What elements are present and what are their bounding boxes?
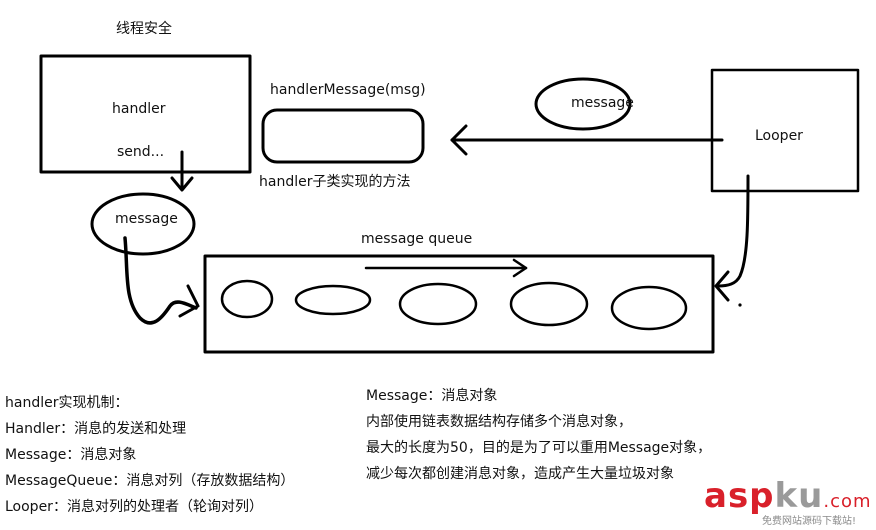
notes-right-line: Message：消息对象 [366, 388, 498, 404]
looper-box [710, 68, 860, 193]
ink-dot [738, 303, 742, 307]
notes-left-line: Handler：消息的发送和处理 [5, 421, 187, 437]
message-ellipse-left [90, 192, 196, 256]
watermark-logo: aspku.com [704, 476, 872, 516]
message-ellipse-top [534, 77, 632, 131]
send-label: send... [117, 144, 165, 160]
queue-direction-arrowhead [512, 258, 528, 278]
looper-label: Looper [755, 128, 803, 144]
queue-entry-arrowhead [178, 284, 200, 318]
arrowhead-left [450, 124, 468, 156]
notes-left: handler实现机制： Handler：消息的发送和处理 Message：消息… [5, 390, 294, 520]
message-queue-label: message queue [361, 231, 473, 247]
queue-item-4 [509, 281, 589, 327]
notes-right-line: 减少每次都创建消息对象，造成产生大量垃圾对象 [366, 466, 674, 482]
notes-left-line: handler实现机制： [5, 395, 129, 411]
queue-item-2 [294, 284, 372, 316]
notes-left-line: Message：消息对象 [5, 447, 137, 463]
notes-right-line: 最大的长度为50，目的是为了可以重用Message对象， [366, 440, 712, 456]
handler-label: handler [112, 101, 166, 117]
queue-item-1 [220, 279, 274, 319]
notes-left-line: MessageQueue：消息对列（存放数据结构） [5, 473, 295, 489]
notes-right-line: 内部使用链表数据结构存储多个消息对象， [366, 414, 632, 430]
send-arrowhead [170, 176, 194, 192]
message-to-queue-arrow [123, 236, 198, 325]
message-left-label: message [115, 211, 178, 227]
notes-left-line: Looper：消息对列的处理者（轮询对列） [5, 499, 263, 515]
handler-message-label: handlerMessage(msg) [270, 82, 426, 98]
queue-item-3 [398, 282, 478, 326]
looper-arrowhead [714, 270, 730, 302]
queue-item-5 [610, 285, 688, 331]
handler-box [39, 54, 252, 174]
handler-message-box [261, 108, 425, 164]
looper-to-queue-arrow [716, 174, 750, 288]
diagram-title: 线程安全 [116, 21, 172, 37]
notes-right: Message：消息对象 内部使用链表数据结构存储多个消息对象， 最大的长度为5… [366, 383, 711, 487]
message-queue-box [203, 254, 715, 354]
watermark: aspku.com 免费网站源码下载站! [700, 476, 872, 528]
message-top-label: message [571, 95, 634, 111]
subclass-method-label: handler子类实现的方法 [259, 174, 411, 190]
watermark-subtitle: 免费网站源码下载站! [762, 516, 857, 527]
